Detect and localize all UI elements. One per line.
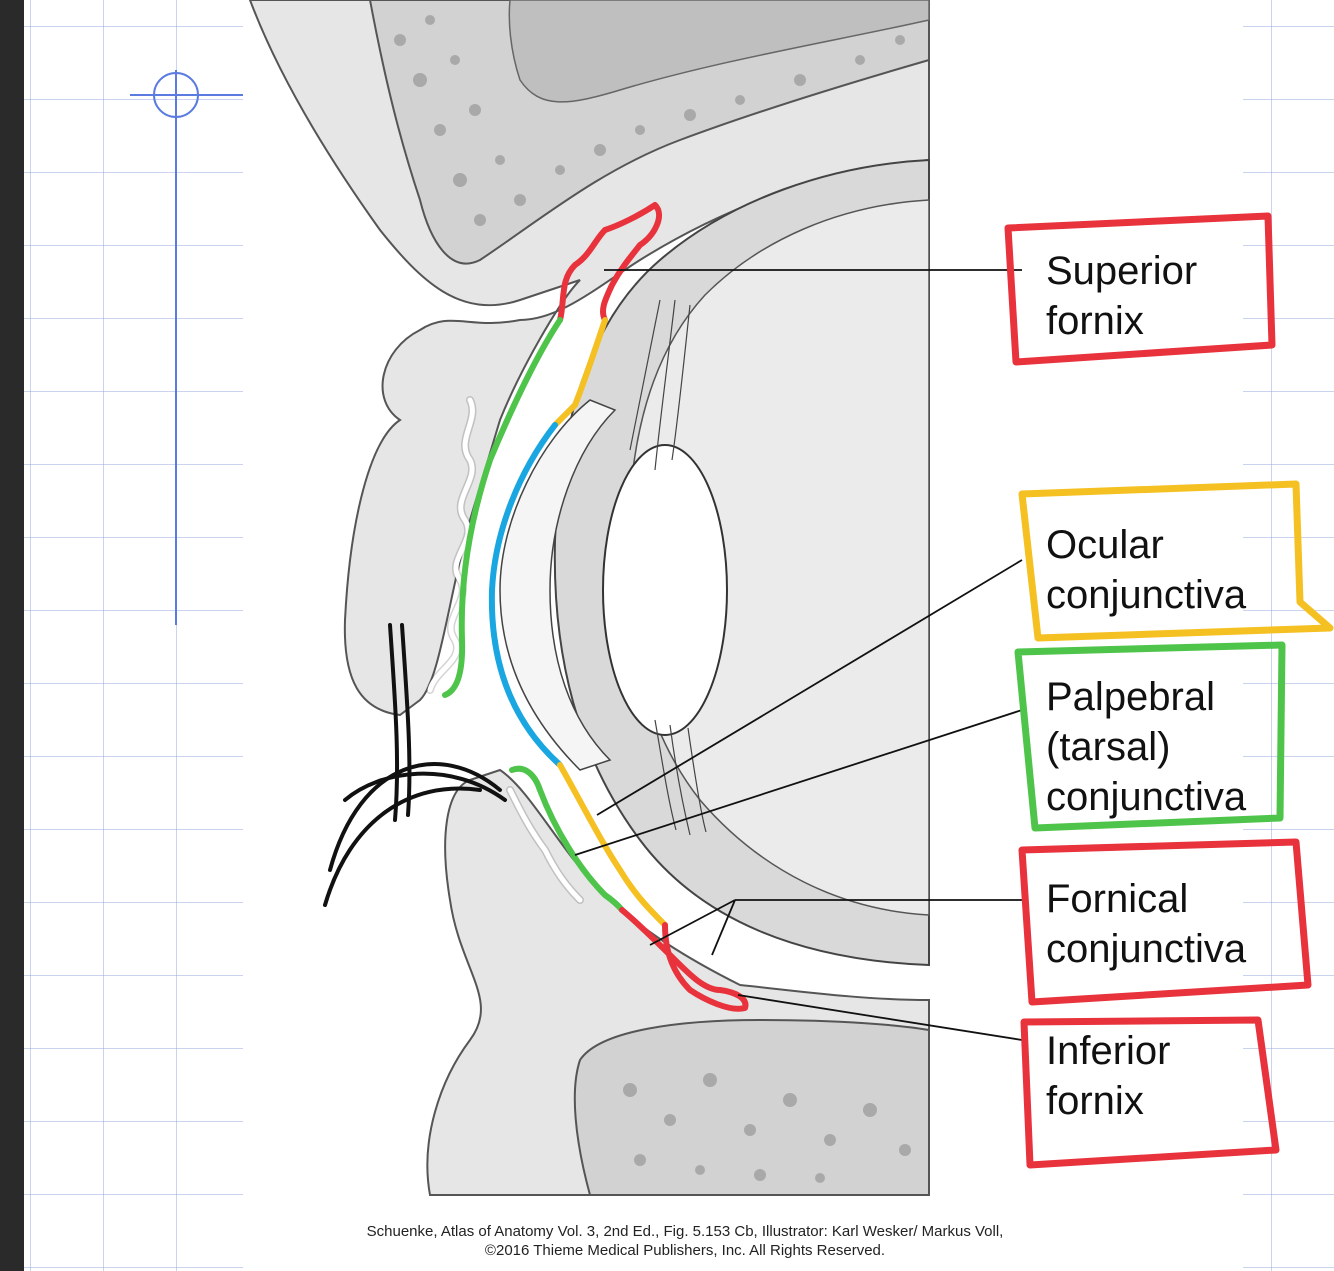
ocular-conjunctiva-upper-highlight	[552, 317, 608, 428]
lens	[602, 444, 728, 736]
lower-tarsal-gland-core	[507, 787, 583, 903]
box-palpebral-conjunctiva	[1014, 641, 1286, 832]
label-ocular-conjunctiva-line1: Ocular	[1046, 523, 1164, 567]
figure-caption: Schuenke, Atlas of Anatomy Vol. 3, 2nd E…	[300, 1222, 1070, 1260]
box-fornical-conjunctiva	[1018, 838, 1312, 1006]
superior-fornix-highlight	[557, 202, 662, 323]
bone-texture-upper	[394, 15, 905, 226]
leader-lines	[574, 269, 1023, 1041]
zonule-fibers	[629, 299, 707, 836]
label-superior-fornix-line2: fornix	[1046, 299, 1144, 343]
leader-palpebral-conjunctiva	[574, 709, 1023, 856]
label-palpebral-conjunctiva-line3: conjunctiva	[1046, 775, 1247, 819]
leader-inferior-fornix	[737, 994, 1023, 1041]
label-palpebral-conjunctiva-line1: Palpebral	[1046, 675, 1216, 719]
leader-fornical-conjunctiva-b	[711, 899, 736, 956]
lower-orbital-bone	[573, 1018, 930, 1196]
cornea-highlight	[488, 422, 563, 768]
box-inferior-fornix	[1020, 1016, 1280, 1169]
box-ocular-conjunctiva	[1018, 480, 1334, 642]
upper-tarsal-gland-core	[427, 397, 475, 693]
crosshair-mark	[130, 70, 243, 625]
bone-texture-lower	[623, 1073, 911, 1183]
upper-orbital-bone	[368, 0, 930, 265]
label-inferior-fornix-line1: Inferior	[1046, 1029, 1171, 1073]
label-superior-fornix-line1: Superior	[1046, 249, 1198, 293]
leader-fornical-conjunctiva-a	[649, 899, 736, 946]
label-palpebral-conjunctiva-line2: (tarsal)	[1046, 725, 1171, 769]
label-boxes	[1004, 212, 1334, 1169]
cornea	[499, 399, 617, 771]
label-superior-fornix: Superior fornix	[1046, 246, 1197, 346]
label-ocular-conjunctiva-line2: conjunctiva	[1046, 573, 1247, 617]
palpebral-conjunctiva-upper-highlight	[442, 317, 563, 698]
label-palpebral-conjunctiva: Palpebral (tarsal) conjunctiva	[1046, 672, 1246, 822]
label-fornical-conjunctiva-line1: Fornical	[1046, 877, 1189, 921]
upper-sinus-cavity	[508, 0, 930, 103]
eyelashes	[323, 623, 507, 907]
ocular-conjunctiva-lower-highlight	[557, 762, 668, 928]
label-fornical-conjunctiva: Fornical conjunctiva	[1046, 874, 1246, 974]
label-ocular-conjunctiva: Ocular conjunctiva	[1046, 520, 1246, 620]
label-inferior-fornix: Inferior fornix	[1046, 1026, 1171, 1126]
caption-line2: ©2016 Thieme Medical Publishers, Inc. Al…	[484, 1242, 886, 1259]
label-inferior-fornix-line2: fornix	[1046, 1079, 1144, 1123]
app-left-edge-bar	[0, 0, 24, 1271]
box-superior-fornix	[1004, 212, 1276, 366]
leader-ocular-conjunctiva	[596, 559, 1023, 816]
label-fornical-conjunctiva-line2: conjunctiva	[1046, 927, 1247, 971]
palpebral-conjunctiva-lower-highlight	[509, 765, 625, 913]
caption-line1: Schuenke, Atlas of Anatomy Vol. 3, 2nd E…	[366, 1223, 1004, 1240]
